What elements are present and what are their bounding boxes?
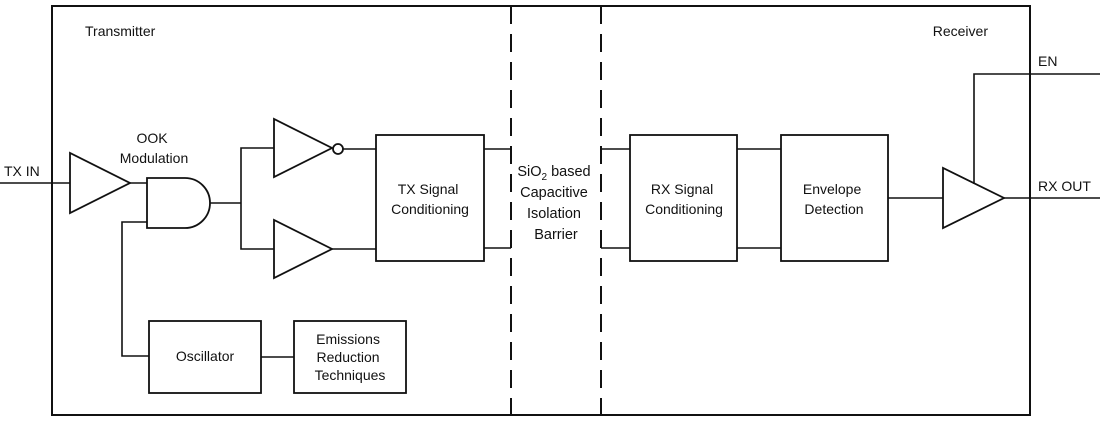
ook-label-line-2: Modulation [120,150,189,166]
split-wire [240,147,274,250]
transmitter-label: Transmitter [85,23,156,39]
barrier-line-3: Isolation [527,206,581,222]
barrier-line-2: Capacitive [520,185,588,201]
ook-modulation-label: OOK Modulation [120,130,189,166]
rx-label-line-1: RX Signal [651,181,713,197]
receiver-label: Receiver [933,23,989,39]
rx-label-line-2: Conditioning [645,201,723,217]
noninverting-buffer [273,218,335,280]
rx-signal-conditioning-label: RX Signal Conditioning [645,181,723,217]
barrier-label: SiO2 based Capacitive Isolation Barrier [517,164,594,243]
emissions-reduction-block [293,320,407,394]
chip-outline [51,5,1031,416]
oscillator-block [148,320,262,394]
envelope-label-line-2: Detection [804,201,863,217]
rx-out-label: RX OUT [1038,178,1091,194]
barrier-line-1: SiO2 based [517,164,590,183]
tx-label-line-1: TX Signal [398,181,459,197]
oscillator-label: Oscillator [176,348,235,364]
emissions-label-line-3: Techniques [315,367,386,383]
envelope-detection-label: Envelope Detection [803,181,865,217]
rx-signal-conditioning-block [629,134,738,262]
ook-label-line-1: OOK [136,130,168,146]
tx-signal-conditioning-label: TX Signal Conditioning [391,181,469,217]
emissions-reduction-label: Emissions Reduction Techniques [315,331,386,383]
emissions-label-line-2: Reduction [317,349,380,365]
envelope-detection-block [780,134,889,262]
oscillator-to-and-wire [121,221,149,357]
tx-in-label: TX IN [4,163,40,179]
inverter-buffer [273,117,335,179]
en-wire [973,73,1100,184]
tx-label-line-2: Conditioning [391,201,469,217]
en-label: EN [1038,53,1057,69]
inverter-bubble [332,143,344,155]
tx-signal-conditioning-block [375,134,485,262]
barrier-line-4: Barrier [534,227,578,243]
input-buffer [69,151,133,215]
emissions-label-line-1: Emissions [316,331,380,347]
and-gate [146,177,211,229]
envelope-label-line-1: Envelope [803,181,862,197]
